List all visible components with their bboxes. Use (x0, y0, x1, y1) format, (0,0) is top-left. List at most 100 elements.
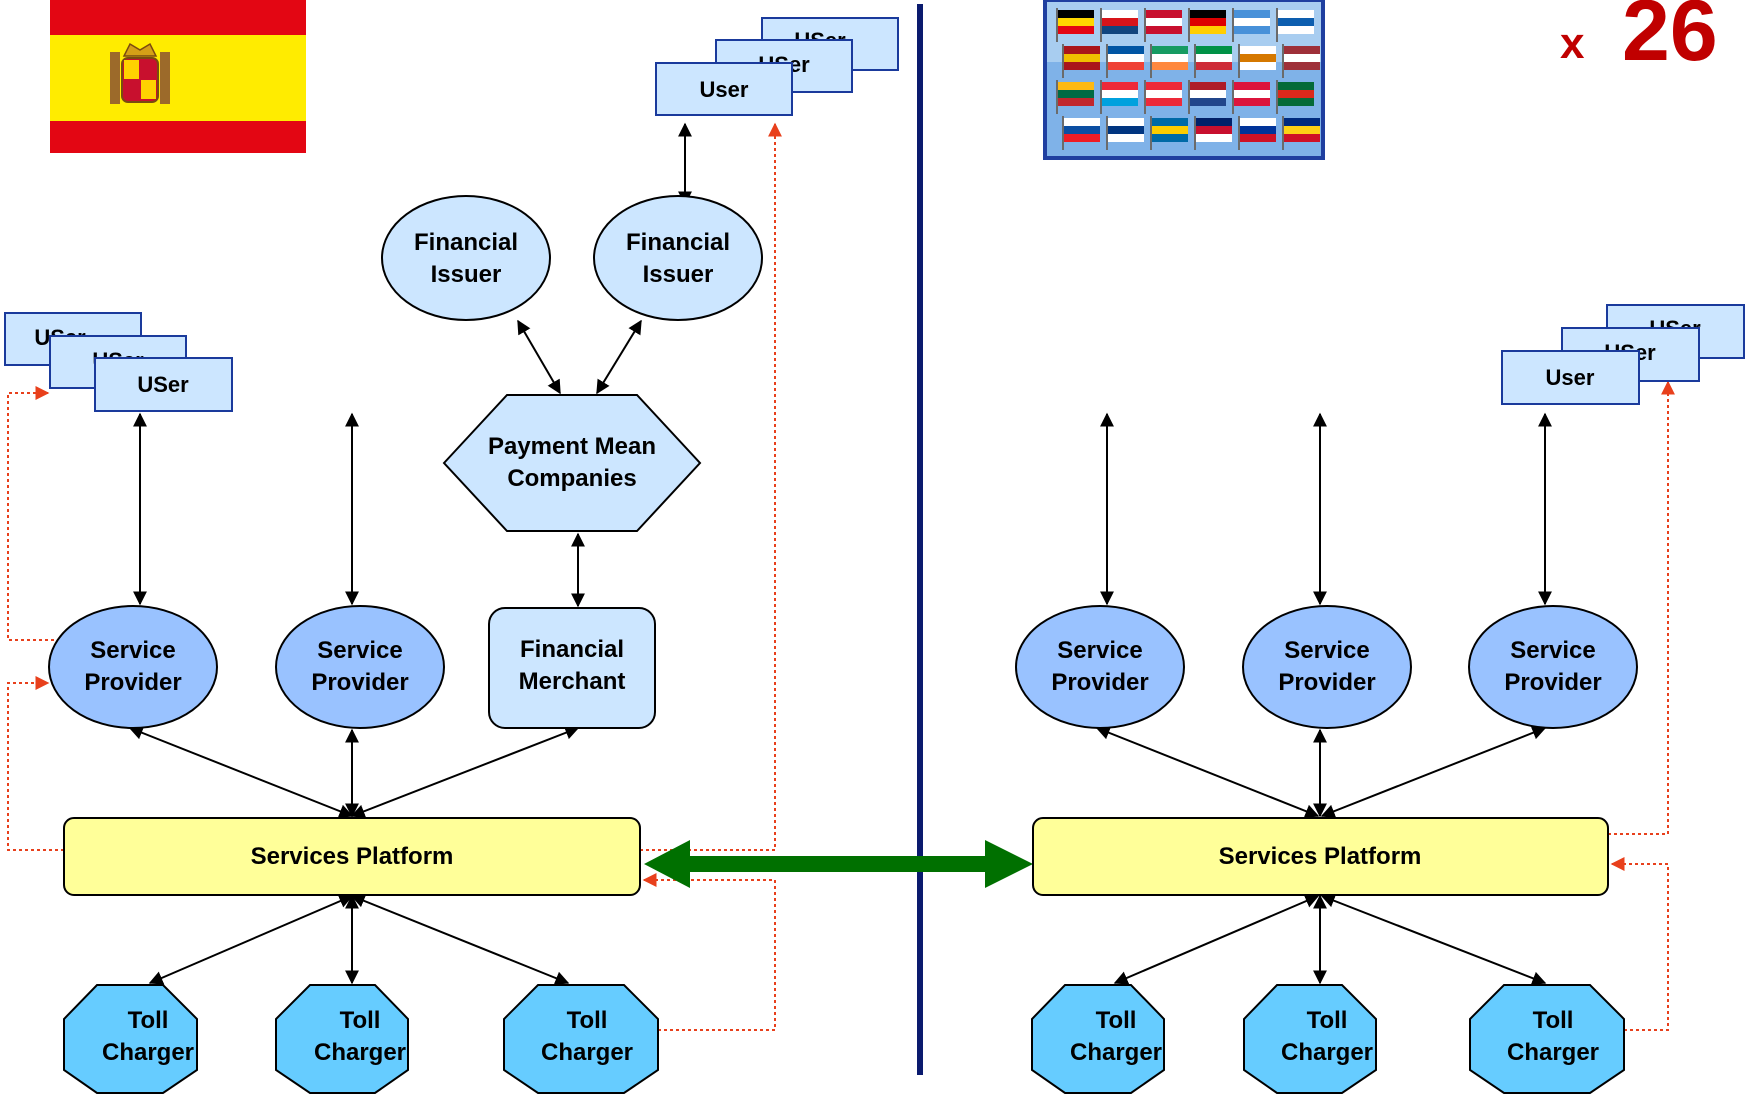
flag-stripe (1146, 98, 1182, 106)
svg-text:Services Platform: Services Platform (251, 843, 454, 870)
flag-stripe (1058, 98, 1094, 106)
spain-arrows (128, 122, 692, 985)
flag-stripe (1196, 54, 1232, 62)
user-label: USer (137, 372, 189, 397)
europe-dotted-links (1608, 380, 1675, 1031)
flag-stripe (1108, 118, 1144, 126)
service-provider: Service Provider (1468, 605, 1638, 729)
flag-stripe (1108, 46, 1144, 54)
flag-pole (1106, 44, 1108, 78)
svg-text:Provider: Provider (1504, 669, 1601, 696)
flag-stripe (1240, 46, 1276, 54)
flag-pole (1056, 8, 1058, 42)
financial-merchant: Financial Merchant (488, 607, 656, 729)
flag-pole (1056, 80, 1058, 114)
flag-pole (1150, 44, 1152, 78)
flag-pole (1194, 44, 1196, 78)
flag-stripe (1102, 98, 1138, 106)
flag-stripe (1190, 98, 1226, 106)
flag-stripe (1146, 10, 1182, 18)
spain-user-stack-left: USer USer USer (4, 312, 233, 412)
flag-pole (1282, 116, 1284, 150)
financial-issuer-1: Financial Issuer (381, 195, 551, 321)
flag-stripe (1190, 10, 1226, 18)
multiplier-x: x (1560, 19, 1585, 68)
svg-text:Charger: Charger (102, 1039, 194, 1066)
svg-text:Service: Service (1284, 637, 1369, 664)
svg-text:Financial: Financial (520, 636, 624, 663)
flag-stripe (1196, 118, 1232, 126)
flag-stripe (1196, 62, 1232, 70)
svg-text:Provider: Provider (1278, 669, 1375, 696)
spain-flag (50, 0, 306, 153)
flag-stripe (1196, 134, 1232, 142)
flag-stripe (1152, 118, 1188, 126)
flag-stripe (1190, 90, 1226, 98)
service-provider: Service Provider (1242, 605, 1412, 729)
flag-stripe (1152, 62, 1188, 70)
flag-stripe (1064, 46, 1100, 54)
flag-stripe (1152, 46, 1188, 54)
flag-stripe (1102, 82, 1138, 90)
flag-stripe (1190, 18, 1226, 26)
flag-stripe (1284, 46, 1320, 54)
flag-stripe (1146, 90, 1182, 98)
flag-stripe (1064, 126, 1100, 134)
svg-text:Provider: Provider (311, 669, 408, 696)
flag-stripe (1102, 26, 1138, 34)
flag-stripe (1284, 62, 1320, 70)
flag-stripe (1064, 54, 1100, 62)
flag-stripe (1234, 26, 1270, 34)
flag-stripe (1240, 62, 1276, 70)
flag-pole (1194, 116, 1196, 150)
flag-stripe (1234, 10, 1270, 18)
flag-stripe (1108, 126, 1144, 134)
service-provider: Service Provider (48, 605, 218, 729)
flag-stripe (1234, 18, 1270, 26)
svg-text:Charger: Charger (1507, 1039, 1599, 1066)
financial-issuer-2: Financial Issuer (593, 195, 763, 321)
flag-pole (1232, 8, 1234, 42)
flag-pole (1100, 8, 1102, 42)
flag-pole (1276, 80, 1278, 114)
svg-text:Financial: Financial (626, 229, 730, 256)
payment-mean-companies: Payment Mean Companies (442, 394, 702, 532)
interconnect-arrow (644, 840, 1033, 888)
flag-stripe (1152, 126, 1188, 134)
flag-stripe (1064, 118, 1100, 126)
flag-stripe (1064, 134, 1100, 142)
flag-stripe (1196, 46, 1232, 54)
svg-text:Provider: Provider (1051, 669, 1148, 696)
spain-services-platform: Services Platform (63, 817, 641, 896)
flag-stripe (1058, 82, 1094, 90)
svg-text:Charger: Charger (1070, 1039, 1162, 1066)
eu-flags-image (1043, 0, 1325, 160)
service-provider: Service Provider (1015, 605, 1185, 729)
europe-user-stack: USer USer User (1501, 304, 1745, 405)
service-provider: Service Provider (275, 605, 445, 729)
flag-stripe (1058, 10, 1094, 18)
svg-text:Toll: Toll (128, 1007, 169, 1034)
flag-pole (1232, 80, 1234, 114)
flag-stripe (1196, 126, 1232, 134)
flag-pole (1062, 44, 1064, 78)
toll-charger: Toll Charger (503, 984, 659, 1094)
svg-text:Financial: Financial (414, 229, 518, 256)
flag-stripe (1234, 82, 1270, 90)
flag-stripe (1278, 18, 1314, 26)
svg-text:Service: Service (90, 637, 175, 664)
svg-text:Issuer: Issuer (643, 261, 714, 288)
flag-stripe (1278, 98, 1314, 106)
flag-stripe (1284, 126, 1320, 134)
flag-pole (1062, 116, 1064, 150)
svg-text:Toll: Toll (340, 1007, 381, 1034)
svg-text:Charger: Charger (541, 1039, 633, 1066)
svg-text:Toll: Toll (1096, 1007, 1137, 1034)
flag-pole (1188, 8, 1190, 42)
flag-stripe (1278, 82, 1314, 90)
multiplier-value: 26 (1622, 0, 1718, 79)
svg-text:Toll: Toll (1533, 1007, 1574, 1034)
flag-pole (1238, 116, 1240, 150)
flag-stripe (1240, 54, 1276, 62)
flag-stripe (1190, 82, 1226, 90)
